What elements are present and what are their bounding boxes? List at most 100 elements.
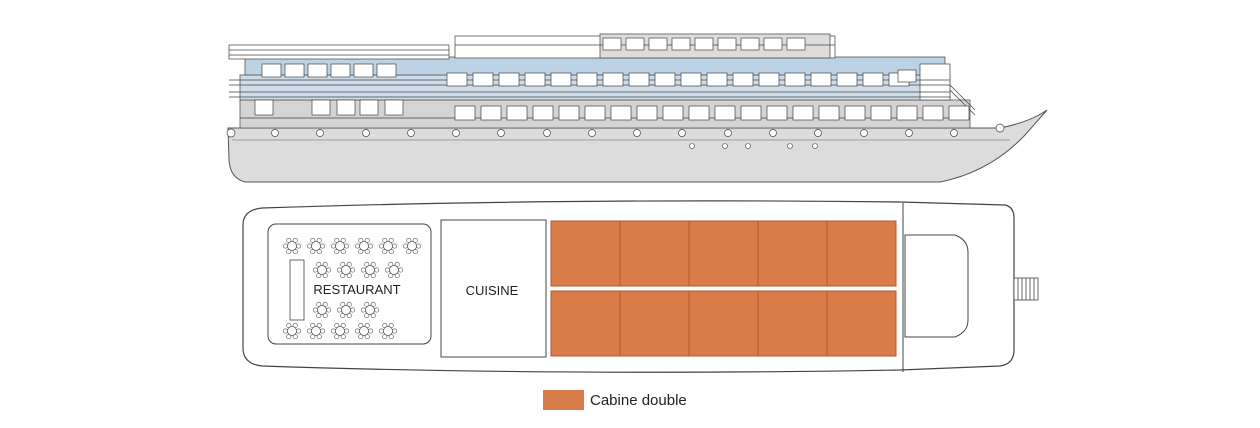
cabin (826, 290, 897, 357)
cabin (550, 220, 621, 287)
table (378, 322, 397, 340)
table (282, 237, 301, 255)
window (896, 105, 918, 121)
table (336, 261, 355, 279)
window (948, 105, 970, 121)
buffet-table (289, 259, 305, 321)
window (844, 105, 866, 121)
window (688, 105, 710, 121)
porthole (860, 129, 868, 137)
table (360, 261, 379, 279)
table (354, 322, 373, 340)
table (306, 237, 325, 255)
table (330, 322, 349, 340)
window (706, 72, 728, 87)
porthole (812, 143, 818, 149)
window (628, 72, 650, 87)
window (498, 72, 520, 87)
porthole (905, 129, 913, 137)
porthole (452, 129, 460, 137)
window (732, 72, 754, 87)
cabin (688, 220, 759, 287)
table (402, 237, 421, 255)
cabin (826, 220, 897, 287)
window (584, 105, 606, 121)
window (870, 105, 892, 121)
window (610, 105, 632, 121)
ship-side-view (226, 33, 1048, 183)
table (378, 237, 397, 255)
window (254, 99, 274, 116)
window (784, 72, 806, 87)
window (311, 99, 331, 116)
anchor-hole (995, 123, 1005, 133)
cabin (757, 220, 828, 287)
window (922, 105, 944, 121)
window (376, 63, 397, 78)
table (336, 301, 355, 319)
deck-plan: RESTAURANT CUISINE (242, 200, 1039, 373)
window (330, 63, 351, 78)
porthole (689, 143, 695, 149)
porthole (543, 129, 551, 137)
window (472, 72, 494, 87)
window (454, 105, 476, 121)
window (602, 37, 622, 51)
portholes (226, 123, 1005, 149)
window (602, 72, 624, 87)
porthole (271, 129, 279, 137)
window (836, 72, 858, 87)
window (758, 72, 780, 87)
kitchen-room (440, 219, 547, 358)
window (480, 105, 502, 121)
window (648, 37, 668, 51)
window (636, 105, 658, 121)
porthole (724, 129, 732, 137)
window (694, 37, 714, 51)
restaurant-tables (282, 237, 421, 340)
bow-room (904, 234, 969, 338)
window (524, 72, 546, 87)
porthole (588, 129, 596, 137)
restaurant-label: RESTAURANT (313, 282, 400, 297)
cabin (619, 220, 690, 287)
porthole (814, 129, 822, 137)
porthole (362, 129, 370, 137)
window (766, 105, 788, 121)
window (336, 99, 356, 116)
window (261, 63, 282, 78)
cabin (757, 290, 828, 357)
porthole (722, 143, 728, 149)
table (312, 261, 331, 279)
window (625, 37, 645, 51)
cabin (688, 290, 759, 357)
window (353, 63, 374, 78)
table (312, 301, 331, 319)
window (506, 105, 528, 121)
table (354, 237, 373, 255)
window (740, 105, 762, 121)
porthole (316, 129, 324, 137)
window (740, 37, 760, 51)
porthole (226, 128, 236, 138)
window (359, 99, 379, 116)
porthole (633, 129, 641, 137)
window (810, 72, 832, 87)
kitchen-label: CUISINE (466, 283, 519, 298)
table (306, 322, 325, 340)
gangway-stairs (1013, 277, 1039, 301)
window (680, 72, 702, 87)
window (786, 37, 806, 51)
window (576, 72, 598, 87)
window (284, 63, 305, 78)
window (792, 105, 814, 121)
legend-swatch-cabin (543, 390, 584, 410)
window (897, 69, 917, 83)
porthole (407, 129, 415, 137)
sun-deck-left (228, 44, 450, 60)
porthole (745, 143, 751, 149)
table (384, 261, 403, 279)
window (307, 63, 328, 78)
window (654, 72, 676, 87)
